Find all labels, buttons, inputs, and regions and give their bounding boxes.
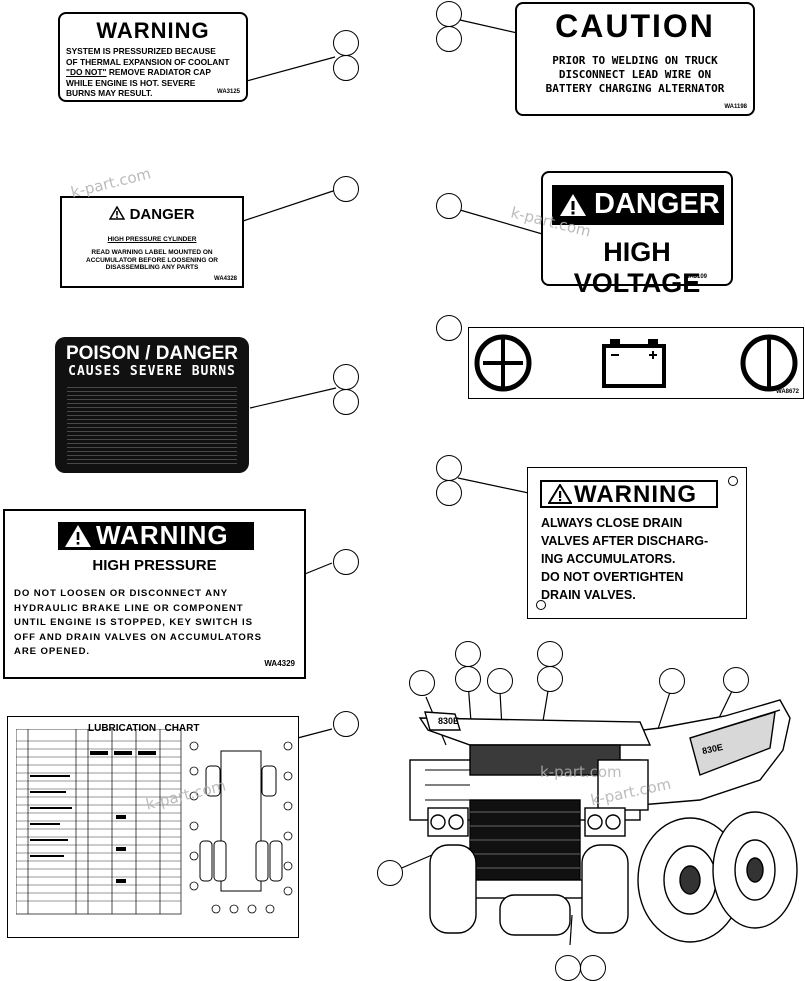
callout-bubble [537,666,563,692]
decal-emphasis: "DO NOT" [66,67,107,77]
decal-line: DISASSEMBLING ANY PARTS [105,264,199,271]
decal-subtitle: HIGH PRESSURE [92,557,217,574]
decal-line: WHILE ENGINE IS HOT. SEVERE [66,77,196,88]
decal-subtitle: HIGH PRESSURE CYLINDER [107,236,197,243]
decal-part-code: WA3125 [216,89,240,95]
battery-switch-decal: WA8672 [468,327,804,399]
corner-hole [536,600,546,610]
decal-title: DANGER [594,188,720,220]
watermark-text: k-part.com [540,763,622,781]
decal-header-band: DANGER [552,185,724,225]
decal-line: OF THERMAL EXPANSION OF COOLANT [66,56,230,67]
decal-header-box: WARNING [540,480,718,508]
decal-line: SYSTEM IS PRESSURIZED BECAUSE [66,46,216,56]
callout-bubble [436,480,462,506]
decal-part-code: WA8672 [775,389,799,395]
caution-welding-decal: CAUTION PRIOR TO WELDING ON TRUCK DISCON… [515,2,755,116]
decal-line: READ WARNING LABEL MOUNTED ON [91,249,213,256]
decal-part-code: WA4329 [264,659,295,668]
decal-line: DO NOT LOOSEN OR DISCONNECT ANY [14,588,229,599]
callout-bubble [377,860,403,886]
lube-table-grid [16,729,182,915]
decal-title: POISON / DANGER [65,343,239,364]
callout-bubble [723,667,749,693]
lube-chassis-diagram [189,741,293,914]
danger-high-voltage-decal: DANGER HIGH VOLTAGE WA3109 [541,171,733,298]
warning-triangle-icon [548,484,572,504]
callout-bubble [333,30,359,56]
callout-bubble [436,26,462,52]
decal-header: DANGER [62,205,242,223]
callout-bubble [333,711,359,737]
lubrication-chart-decal: LUBRICATION CHART [7,716,299,938]
decal-line: VALVES AFTER DISCHARG- [541,534,709,548]
warning-high-pressure-decal: WARNING HIGH PRESSURE DO NOT LOOSEN OR D… [3,509,306,679]
callout-bubble [487,668,513,694]
decal-title: WARNING [574,481,697,508]
decal-body: PRIOR TO WELDING ON TRUCK DISCONNECT LEA… [517,54,753,96]
warning-drain-valves-decal: WARNING ALWAYS CLOSE DRAIN VALVES AFTER … [527,467,747,619]
decal-subtitle: CAUSES SEVERE BURNS [68,364,236,379]
decal-part-code: WA4328 [213,276,237,282]
poison-danger-decal: POISON / DANGER CAUSES SEVERE BURNS [55,337,249,473]
decal-line: DISCONNECT LEAD WIRE ON [558,68,712,81]
danger-cylinder-decal: DANGER HIGH PRESSURE CYLINDER READ WARNI… [60,196,244,288]
decal-line: BURNS MAY RESULT. [66,88,153,98]
callout-bubble [409,670,435,696]
decal-body: DO NOT LOOSEN OR DISCONNECT ANY HYDRAULI… [14,587,262,660]
decal-line-rest: REMOVE RADIATOR CAP [106,67,211,77]
decal-line: PRIOR TO WELDING ON TRUCK [552,54,718,67]
callout-bubble [555,955,581,981]
warning-triangle-icon [65,525,91,547]
callout-bubble [436,1,462,27]
decal-line: "DO NOT" REMOVE RADIATOR CAP [66,67,229,78]
callout-bubble [333,364,359,390]
decal-body: ALWAYS CLOSE DRAIN VALVES AFTER DISCHARG… [541,514,708,604]
warning-triangle-icon [109,205,126,220]
decal-line: DO NOT OVERTIGHTEN [541,570,684,584]
callout-bubble [436,455,462,481]
decal-part-code: WA3109 [683,274,707,280]
decal-body: SYSTEM IS PRESSURIZED BECAUSE OF THERMAL… [66,46,229,99]
decal-line: ARE OPENED. [14,646,91,658]
callout-bubble [333,549,359,575]
decal-subtitle: HIGH VOLTAGE [573,237,701,298]
callout-bubble [436,315,462,341]
decal-line: BATTERY CHARGING ALTERNATOR [545,82,725,95]
decal-header-band: WARNING [58,520,254,550]
decal-part-code: WA1198 [724,104,747,110]
switch-off-icon [740,334,798,392]
callout-bubble [333,389,359,415]
callout-bubble [333,176,359,202]
decal-title: WARNING [96,520,229,550]
callout-bubble [659,668,685,694]
decal-title: CAUTION [555,8,715,44]
decal-title: WARNING [96,18,210,43]
callout-bubble [455,666,481,692]
callout-bubble [455,641,481,667]
decal-line: UNTIL ENGINE IS STOPPED, KEY SWITCH IS [14,617,253,629]
decal-fine-print [67,387,237,465]
decal-line: OFF AND DRAIN VALVES ON ACCUMULATORS [14,631,262,643]
callout-bubble [436,193,462,219]
decal-title: LUBRICATION CHART [88,723,200,734]
corner-hole [728,476,738,486]
decal-body: READ WARNING LABEL MOUNTED ON ACCUMULATO… [62,249,242,272]
warning-triangle-icon [560,194,586,216]
decal-line: DRAIN VALVES. [541,588,636,602]
haul-truck-drawing [409,699,798,943]
callout-bubble [537,641,563,667]
decal-line: HYDRAULIC BRAKE LINE OR COMPONENT [14,602,244,614]
switch-on-icon [474,334,532,392]
decal-line: ALWAYS CLOSE DRAIN [541,516,683,530]
battery-icon [602,339,666,388]
decal-title: DANGER [129,206,195,223]
callout-bubble [580,955,606,981]
decal-line: ACCUMULATOR BEFORE LOOSENING OR [86,256,218,264]
decal-line: ING ACCUMULATORS. [541,552,676,566]
warning-radiator-decal: WARNING SYSTEM IS PRESSURIZED BECAUSE OF… [58,12,248,102]
callout-bubble [333,55,359,81]
truck-cab-badge: 830E [438,716,460,726]
